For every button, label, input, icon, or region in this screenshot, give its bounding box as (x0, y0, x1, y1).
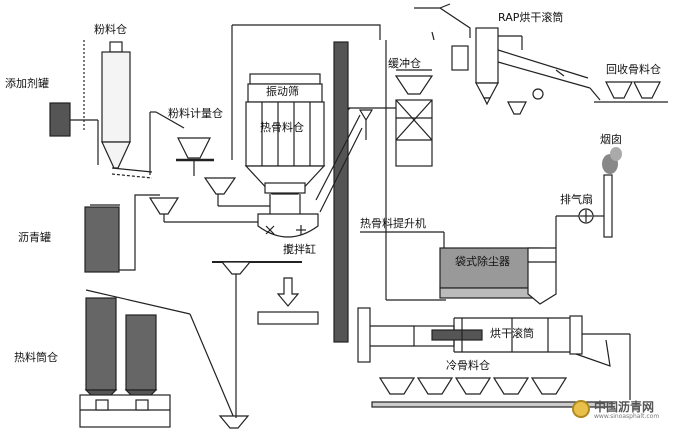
watermark-cn-text: 中国沥青网 (594, 400, 655, 414)
additive-tank-label: 添加剂罐 (5, 77, 49, 90)
rap-drum-label: RAP烘干滚筒 (498, 11, 564, 24)
exhaust-fan-label: 排气扇 (560, 193, 593, 206)
asphalt-tank (84, 206, 120, 273)
recycled-bins (589, 81, 668, 103)
baghouse (439, 247, 557, 305)
surge-bin (394, 69, 434, 167)
asphalt-tank-label: 沥青罐 (18, 231, 51, 244)
hot-aggregate-bin-label: 热骨料仓 (260, 121, 304, 134)
rap-drum (451, 27, 591, 115)
hot-silo-bins-label: 热料筒仓 (14, 351, 58, 364)
hot-silo-bins (79, 297, 171, 428)
powder-weigh-bin (177, 137, 211, 159)
chimney-label: 烟囱 (600, 133, 622, 146)
mixer (257, 213, 319, 238)
recycled-bins-label: 回收骨料仓 (606, 63, 661, 76)
powder-weigh-bin-label: 粉料计量仓 (168, 107, 223, 120)
additive-tank (49, 102, 71, 137)
watermark-logo-icon (572, 400, 590, 418)
vibrating-screen-label: 振动筛 (266, 85, 299, 98)
watermark: 中国沥青网 www.sinoasphalt.com (572, 396, 672, 426)
hot-elevator (333, 41, 349, 343)
hot-aggregate-bin (244, 73, 326, 195)
chimney (602, 147, 622, 238)
surge-bin-label: 缓冲仓 (388, 57, 421, 70)
hot-elevator-label: 热骨料提升机 (360, 217, 426, 230)
drying-drum-label: 烘干滚筒 (490, 327, 534, 340)
watermark-en-text: www.sinoasphalt.com (594, 413, 660, 420)
powder-silo (83, 40, 131, 169)
mixer-label: 搅拌缸 (283, 243, 316, 256)
cold-bins-label: 冷骨料仓 (446, 359, 490, 372)
baghouse-label: 袋式除尘器 (455, 255, 510, 268)
powder-silo-label: 粉料仓 (94, 23, 127, 36)
drying-drum (357, 307, 583, 363)
cold-bins (371, 377, 613, 408)
